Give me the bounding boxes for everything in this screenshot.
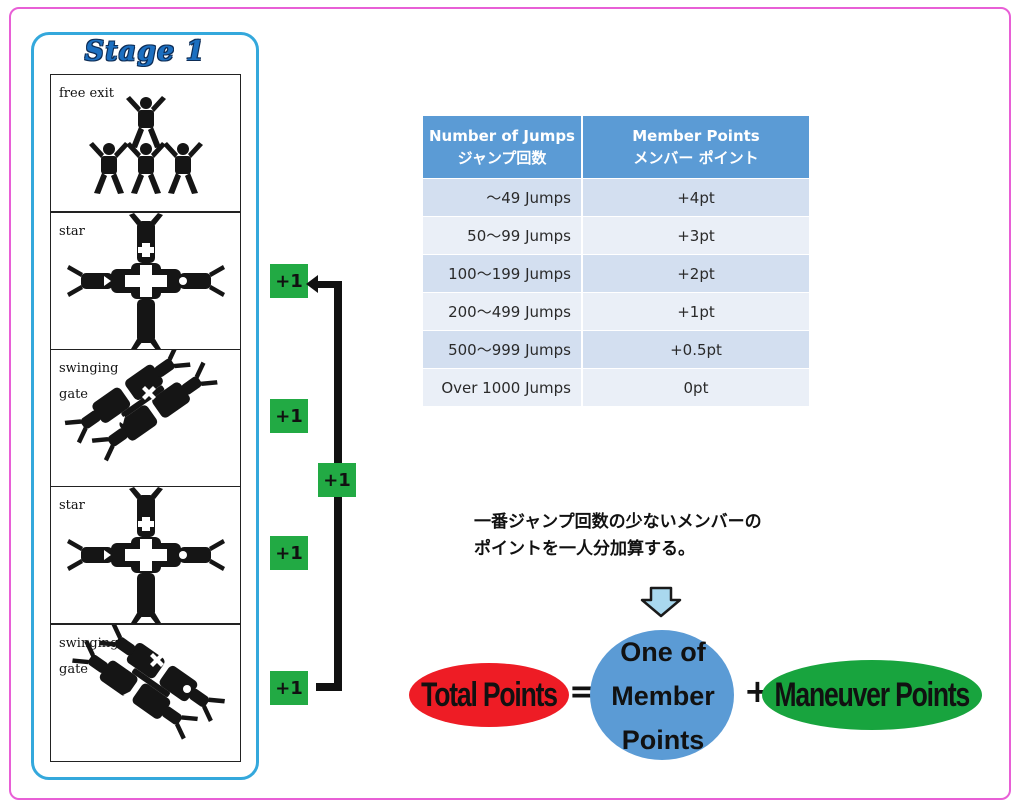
formation-cell-swinging-gate: swinging gate [50, 349, 241, 487]
table-row: 100～199 Jumps +2pt [423, 254, 809, 293]
plus-one-badge: +1 [270, 671, 308, 705]
member-line-2: Member [611, 681, 715, 711]
swinging-gate-formation-icon [64, 350, 218, 462]
pyramid-formation-icon [89, 96, 203, 194]
formation-label: swinging gate [59, 361, 119, 402]
formation-cell-free-exit: free exit [50, 74, 241, 212]
header-points-ja: メンバー ポイント [633, 149, 759, 167]
points-cell: +4pt [582, 178, 809, 217]
header-points: Member Points メンバー ポイント [582, 116, 809, 179]
jumps-cell: 100～199 Jumps [423, 254, 583, 293]
formation-label: star [59, 498, 85, 513]
points-cell: +0.5pt [582, 330, 809, 369]
jumps-cell: 500～999 Jumps [423, 330, 583, 369]
formation-label: free exit [59, 86, 114, 101]
total-points-ellipse: Total Points [409, 663, 569, 727]
member-points-label: One of Member Points [588, 630, 738, 762]
plus-one-badge: +1 [270, 536, 308, 570]
formation-cell-star: star [50, 212, 241, 350]
note-line-1: 一番ジャンプ回数の少ないメンバーの [474, 512, 762, 532]
plus-one-badge-center: +1 [318, 463, 356, 497]
plus-one-badge: +1 [270, 264, 308, 298]
header-jumps-en: Number of Jumps [428, 127, 575, 145]
member-points-circle [590, 630, 734, 760]
maneuver-points-label: Maneuver Points [774, 675, 971, 714]
plus-one-badge: +1 [270, 399, 308, 433]
scoring-note: 一番ジャンプ回数の少ないメンバーの ポイントを一人分加算する。 [474, 509, 894, 563]
formation-cell-swinging-gate: swinging gate [50, 624, 241, 762]
total-points-label: Total Points [421, 675, 558, 714]
formation-label: star [59, 224, 85, 239]
header-jumps: Number of Jumps ジャンプ回数 [423, 116, 583, 179]
member-points-table: Number of Jumps ジャンプ回数 Member Points メンバ… [423, 116, 809, 406]
star-formation-icon [67, 213, 225, 350]
table-row: Over 1000 Jumps 0pt [423, 368, 809, 406]
header-points-en: Member Points [632, 127, 760, 145]
down-arrow-icon [640, 586, 682, 618]
points-cell: +1pt [582, 292, 809, 331]
header-jumps-ja: ジャンプ回数 [457, 149, 547, 167]
table-row: 200～499 Jumps +1pt [423, 292, 809, 331]
swinging-gate-formation-icon [72, 625, 225, 740]
stage-title: Stage 1 [84, 36, 206, 67]
star-formation-icon [67, 487, 225, 624]
note-line-2: ポイントを一人分加算する。 [474, 539, 695, 559]
jumps-cell: 200～499 Jumps [423, 292, 583, 331]
member-line-1: One of [620, 637, 706, 667]
member-line-3: Points [621, 725, 705, 755]
maneuver-points-ellipse: Maneuver Points [762, 660, 982, 730]
jumps-cell: Over 1000 Jumps [423, 368, 583, 406]
points-cell: +2pt [582, 254, 809, 293]
jumps-cell: ～49 Jumps [423, 178, 583, 217]
stage-panel [31, 32, 259, 780]
table-row: 50～99 Jumps +3pt [423, 216, 809, 255]
points-cell: +3pt [582, 216, 809, 255]
points-cell: 0pt [582, 368, 809, 406]
formation-cell-star: star [50, 486, 241, 624]
outer-frame [9, 7, 1011, 800]
jumps-cell: 50～99 Jumps [423, 216, 583, 255]
table-row: ～49 Jumps +4pt [423, 178, 809, 217]
table-row: 500～999 Jumps +0.5pt [423, 330, 809, 369]
